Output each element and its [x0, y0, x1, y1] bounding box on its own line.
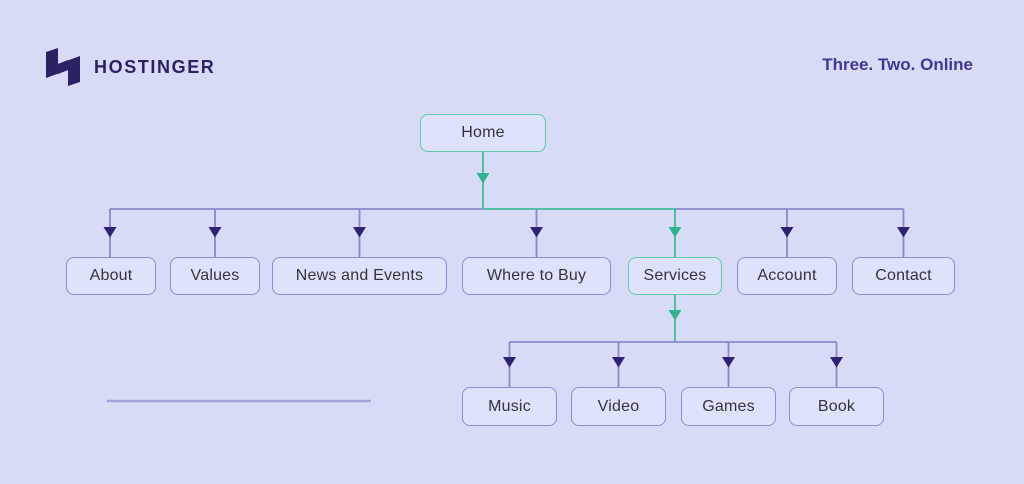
- node-where-to-buy: Where to Buy: [462, 257, 611, 295]
- arrow-down-icon: [830, 357, 843, 368]
- node-news-and-events: News and Events: [272, 257, 447, 295]
- node-label: Home: [461, 124, 505, 141]
- node-home: Home: [420, 114, 546, 152]
- node-label: Services: [643, 267, 707, 284]
- arrow-down-icon: [503, 357, 516, 368]
- arrow-down-icon: [208, 227, 222, 238]
- node-label: Video: [597, 397, 640, 415]
- node-book: Book: [789, 387, 884, 426]
- arrow-down-icon: [780, 227, 794, 238]
- arrow-down-icon: [612, 357, 625, 368]
- node-label: Music: [488, 397, 531, 415]
- node-games: Games: [681, 387, 776, 426]
- tagline: Three. Two. Online: [822, 55, 973, 74]
- node-label: News and Events: [295, 267, 424, 284]
- arrow-down-icon: [722, 357, 735, 368]
- node-label: Book: [817, 397, 856, 415]
- node-label: Account: [757, 267, 817, 284]
- arrow-down-icon: [668, 227, 682, 238]
- header: HOSTINGER Three. Two. Online: [0, 0, 1024, 90]
- arrow-down-icon: [476, 173, 490, 184]
- node-values: Values: [170, 257, 260, 295]
- node-music: Music: [462, 387, 557, 426]
- node-label: About: [89, 267, 133, 284]
- node-video: Video: [571, 387, 666, 426]
- brand-name: HOSTINGER: [94, 56, 216, 77]
- arrow-down-icon: [103, 227, 117, 238]
- node-label: Games: [702, 397, 755, 415]
- node-label: Contact: [875, 267, 932, 284]
- arrow-down-icon: [897, 227, 910, 238]
- arrow-down-icon: [530, 227, 543, 238]
- node-about: About: [66, 257, 156, 295]
- node-contact: Contact: [852, 257, 955, 295]
- arrow-down-icon: [668, 310, 682, 321]
- node-services: Services: [628, 257, 722, 295]
- hostinger-logo-icon: [46, 48, 80, 86]
- node-label: Values: [190, 267, 240, 284]
- brand: HOSTINGER: [44, 46, 215, 88]
- arrow-down-icon: [353, 227, 366, 238]
- node-account: Account: [737, 257, 837, 295]
- node-label: Where to Buy: [486, 267, 587, 284]
